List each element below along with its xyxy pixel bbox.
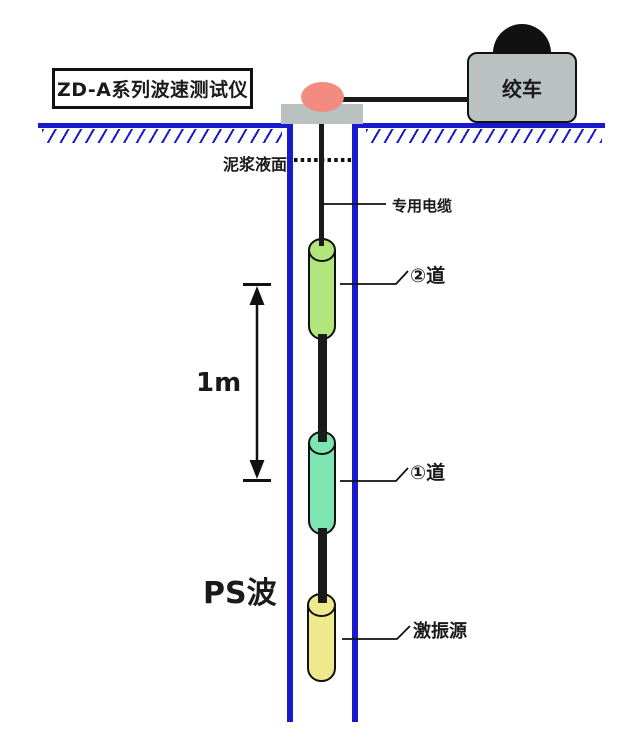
dimension-arrow-down-icon — [249, 460, 265, 479]
device-label-box: ZD-A系列波速测试仪 — [52, 68, 253, 109]
ps-wave-label: PS波 — [203, 576, 277, 611]
cable-label: 专用电缆 — [392, 197, 453, 215]
sensor-channel2 — [308, 238, 336, 340]
leader-channel1 — [340, 467, 409, 482]
dimension-label: 1m — [196, 368, 242, 398]
cable-to-source — [318, 528, 327, 603]
sensor-channel1 — [308, 431, 336, 535]
source-label: 激振源 — [413, 621, 467, 642]
winch-box: 绞车 — [467, 52, 577, 123]
dimension-arrow-up-icon — [249, 286, 265, 305]
mud-level-label: 泥浆液面 — [222, 155, 287, 174]
winch-dome — [493, 24, 551, 53]
ground-hatch-left — [42, 129, 282, 143]
leader-channel2 — [340, 270, 409, 285]
ground-hatch-right — [366, 129, 602, 143]
device-label: ZD-A系列波速测试仪 — [57, 79, 248, 101]
cable-down-hole — [319, 108, 324, 246]
ground-line-right — [358, 123, 605, 128]
ground-line-left — [38, 123, 287, 128]
excitation-source — [307, 593, 336, 682]
channel1-label: ①道 — [410, 462, 446, 484]
borehole-wall-right — [352, 122, 358, 722]
winch-label: 绞车 — [502, 77, 542, 101]
wellhead-plate — [281, 104, 363, 124]
channel2-label: ②道 — [410, 265, 446, 287]
cable-winch-to-pulley — [340, 97, 469, 102]
pulley-wheel — [301, 82, 344, 112]
cable-between-sensors — [318, 334, 327, 442]
borehole-wall-left — [287, 122, 293, 722]
